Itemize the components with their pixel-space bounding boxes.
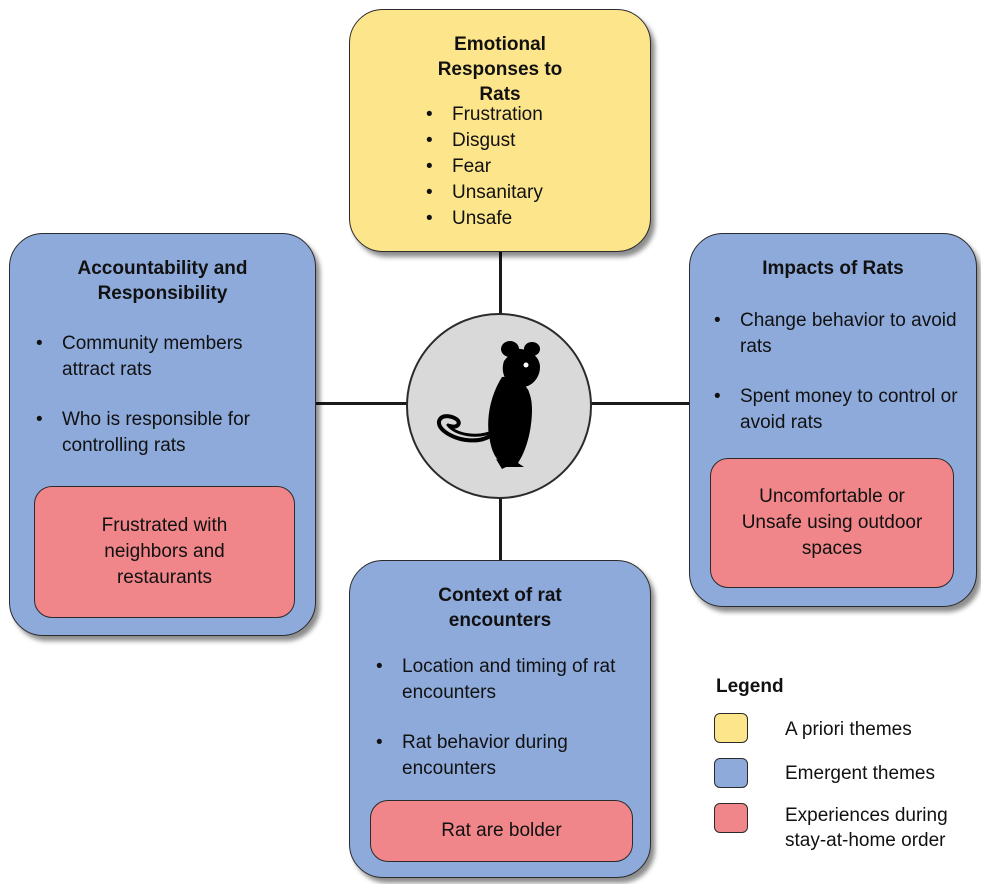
theme-title: Impacts of Rats: [762, 258, 904, 279]
legend-swatch-emergent: [714, 758, 748, 788]
theme-box-context: Context of rat encounters Location and t…: [349, 560, 651, 878]
theme-item-list: Frustration Disgust Fear Unsanitary Unsa…: [424, 102, 543, 232]
legend-label: Experiences during stay-at-home order: [785, 805, 948, 851]
list-item: Location and timing of rat encounters: [374, 654, 640, 706]
list-item: Unsafe: [424, 206, 543, 232]
theme-item-list: Community members attract rats Who is re…: [34, 331, 296, 459]
legend-swatch-a-priori: [714, 713, 748, 743]
experience-box: Uncomfortable or Unsafe using outdoor sp…: [710, 458, 954, 588]
list-item: Spent money to control or avoid rats: [712, 384, 968, 436]
legend-swatch-experiences: [714, 803, 748, 833]
legend-label: A priori themes: [785, 719, 912, 740]
connector-vertical-top: [499, 250, 502, 320]
connector-vertical-bottom: [499, 492, 502, 564]
list-item: Disgust: [424, 128, 543, 154]
center-circle: [406, 313, 592, 499]
connector-horizontal-right: [588, 402, 692, 405]
theme-box-impacts: Impacts of Rats Change behavior to avoid…: [689, 233, 977, 607]
list-item: Community members attract rats: [34, 331, 296, 383]
list-item: Fear: [424, 154, 543, 180]
list-item: Who is responsible for controlling rats: [34, 407, 296, 459]
connector-horizontal-left: [312, 402, 412, 405]
theme-title: Emotional Responses to Rats: [437, 34, 563, 105]
list-item: Unsanitary: [424, 180, 543, 206]
theme-item-list: Location and timing of rat encounters Ra…: [374, 654, 640, 782]
list-item: Frustration: [424, 102, 543, 128]
experience-box: Frustrated with neighbors and restaurant…: [34, 486, 295, 618]
theme-box-accountability: Accountability and Responsibility Commun…: [9, 233, 316, 636]
legend-title: Legend: [716, 676, 784, 697]
theme-title: Accountability and Responsibility: [77, 258, 248, 304]
legend-label: Emergent themes: [785, 763, 935, 784]
list-item: Rat behavior during encounters: [374, 730, 640, 782]
theme-box-emotional-responses: Emotional Responses to Rats Frustration …: [349, 9, 651, 252]
theme-item-list: Change behavior to avoid rats Spent mone…: [712, 308, 968, 436]
experience-box: Rat are bolder: [370, 800, 633, 862]
theme-title: Context of rat encounters: [438, 585, 562, 631]
rat-icon: [436, 341, 540, 469]
list-item: Change behavior to avoid rats: [712, 308, 968, 360]
